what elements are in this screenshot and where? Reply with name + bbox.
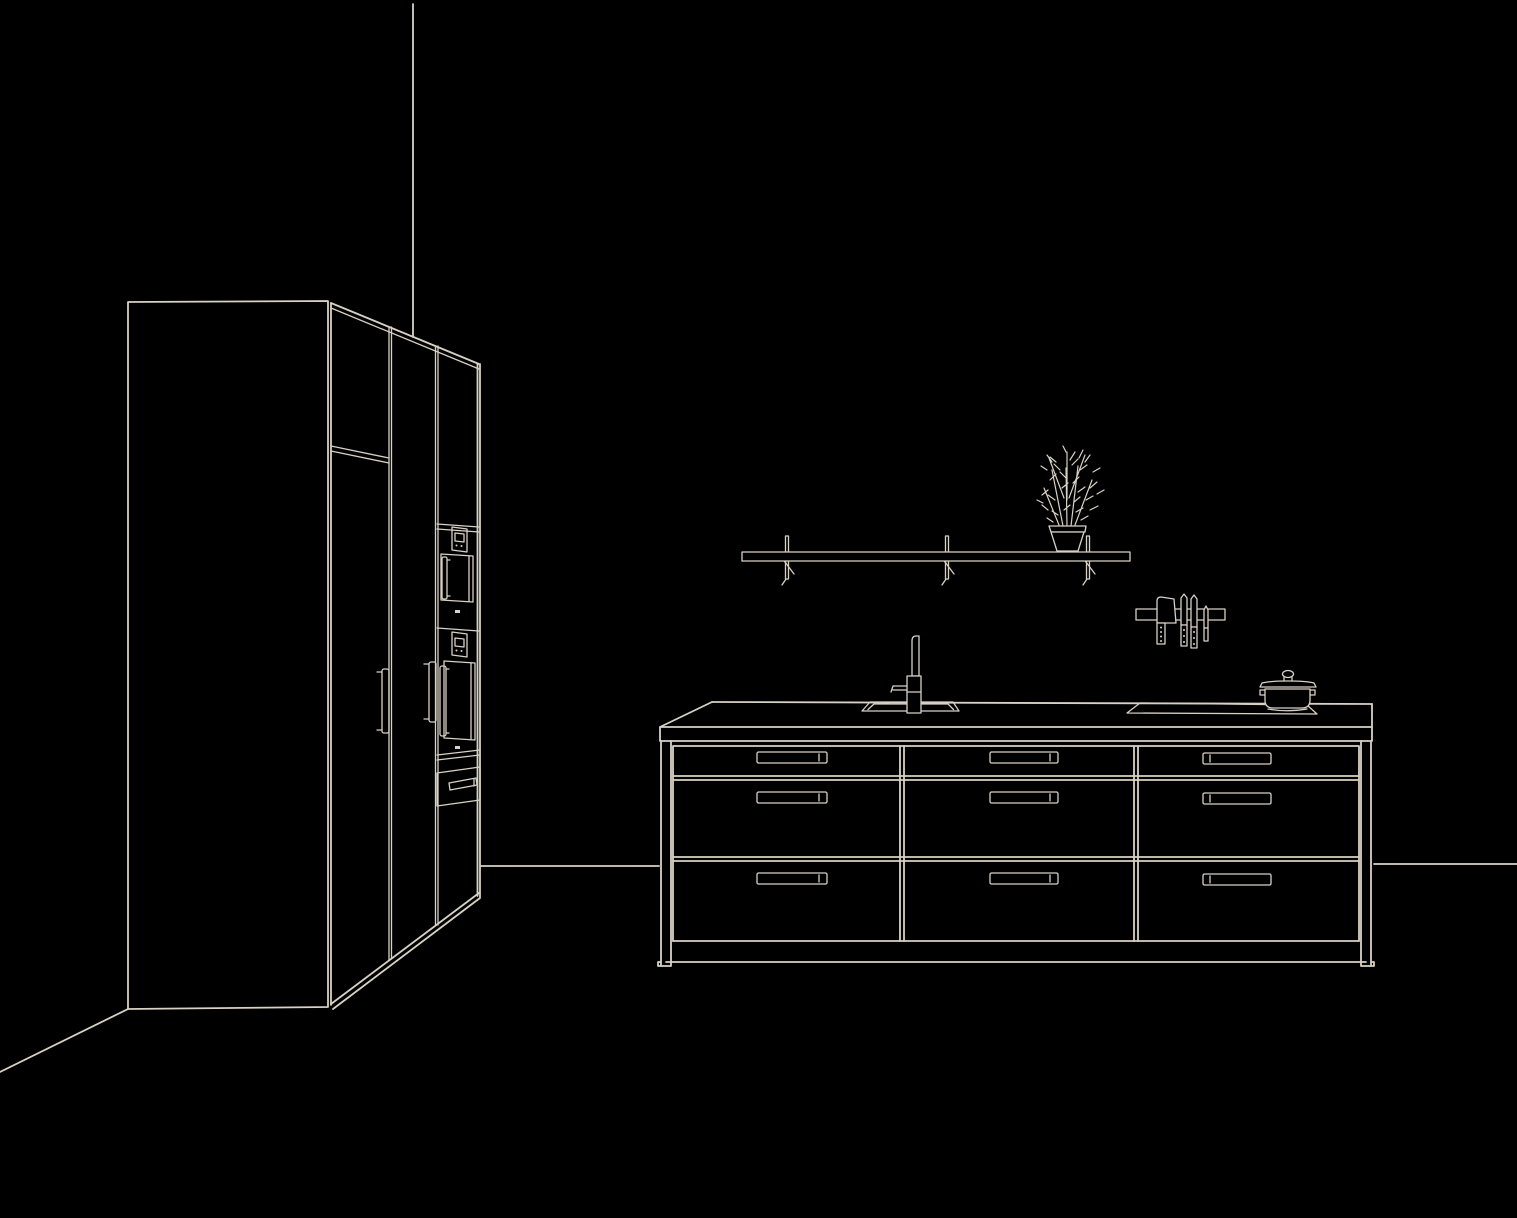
island-plinth [665, 940, 1367, 963]
sink-outer-rim [861, 701, 960, 712]
tall-cabinet [127, 300, 481, 1010]
oven-upper-knob-1 [455, 544, 458, 547]
oven-upper-door [440, 553, 474, 603]
knife-slicer [1180, 593, 1188, 647]
room-lines [0, 3, 1517, 1073]
oven-lower-display [454, 637, 465, 648]
cabinet-base-drawer-handle [448, 777, 478, 791]
pot-handle-right [1310, 689, 1316, 696]
island-frame [672, 745, 1360, 942]
faucet-handle [890, 685, 908, 693]
cabinet-front-right-edge [476, 363, 481, 898]
cabinet-door-divider-2 [434, 345, 439, 927]
pot-lid-knob-stem [1283, 676, 1293, 682]
oven-lower-knob-1 [455, 649, 458, 652]
cabinet-base-drawer [436, 749, 481, 807]
pot-body [1264, 688, 1311, 709]
wall-shelf [741, 535, 1131, 586]
cabinet-front-bottom-edge [330, 892, 481, 1010]
knife-paring [1203, 605, 1209, 642]
drawer-handle-col1-row1 [756, 751, 828, 764]
drawer-handle-col1-row3 [756, 872, 828, 885]
cabinet-front-top-edge-inner [330, 307, 480, 370]
drawer-handle-col1-row2 [756, 791, 828, 804]
oven-upper-button [455, 610, 460, 613]
drawer-handle-col3-row1 [1202, 752, 1272, 765]
oven-upper-display [454, 532, 465, 543]
oven-lower-knob-2 [460, 650, 463, 652]
drawer-handle-col2-row1 [989, 751, 1059, 764]
oven-lower-top-divider [436, 627, 480, 632]
oven-upper [436, 523, 480, 613]
island-drawer-handles [756, 751, 1272, 886]
faucet-body [906, 675, 922, 714]
drawer-handle-col2-row2 [989, 791, 1059, 804]
faucet [890, 635, 922, 714]
floor-line-left [0, 1008, 129, 1073]
faucet-spout [911, 635, 920, 677]
pot-lid-knob [1281, 669, 1295, 679]
potted-plant [1036, 445, 1105, 552]
island-drawer-grid [672, 745, 1360, 942]
pot-base-shadow [1267, 708, 1308, 712]
island-body [657, 740, 1375, 967]
countertop-left-edge [659, 701, 713, 728]
knife-utility [1190, 594, 1198, 649]
cabinet-door-handle-middle [423, 661, 437, 723]
drawer-handle-col3-row3 [1202, 873, 1272, 886]
oven-upper-handle [441, 556, 451, 600]
oven-lower-handle [439, 665, 450, 737]
plant-pot-rim [1048, 525, 1087, 533]
oven-lower [436, 627, 480, 749]
cabinet-door-handle-left [376, 668, 390, 734]
countertop-back-edge [711, 701, 1373, 705]
oven-upper-knob-2 [460, 545, 463, 547]
drawer-column-divider-2 [1133, 745, 1139, 942]
drawer-handle-col2-row3 [989, 872, 1059, 885]
kitchen-island [657, 635, 1375, 967]
cabinet-base-drawer-front [436, 766, 481, 807]
oven-upper-control-panel [451, 526, 468, 553]
drawer-handle-col3-row2 [1202, 792, 1272, 805]
cabinet-base-drawer-divider [436, 749, 481, 761]
oven-upper-top-divider [436, 523, 480, 533]
oven-lower-door [443, 660, 476, 741]
cabinet-door-divider-1 [388, 326, 393, 961]
cabinet-side-panel [127, 300, 329, 1010]
shelf-board [741, 551, 1131, 562]
knife-chef [1156, 596, 1177, 645]
countertop-front-face [659, 726, 1373, 742]
pot-lid [1259, 680, 1317, 688]
drawer-row-divider-2 [672, 856, 1360, 862]
cabinet-upper-door-divider [330, 445, 390, 464]
oven-lower-control-panel [451, 631, 468, 658]
drawer-column-divider-1 [899, 745, 905, 942]
pot-handle-left [1259, 689, 1265, 696]
island-leg-right [1360, 740, 1375, 967]
island-leg-left [657, 740, 672, 967]
drawer-row-divider-1 [672, 775, 1360, 781]
cabinet-front-top-edge [330, 302, 480, 365]
island-countertop [659, 701, 1373, 742]
plant-pot-body [1050, 531, 1085, 552]
knife-rack [1135, 593, 1226, 649]
oven-lower-button [455, 746, 460, 749]
pot [1259, 669, 1317, 712]
plant-foliage [1036, 445, 1105, 527]
